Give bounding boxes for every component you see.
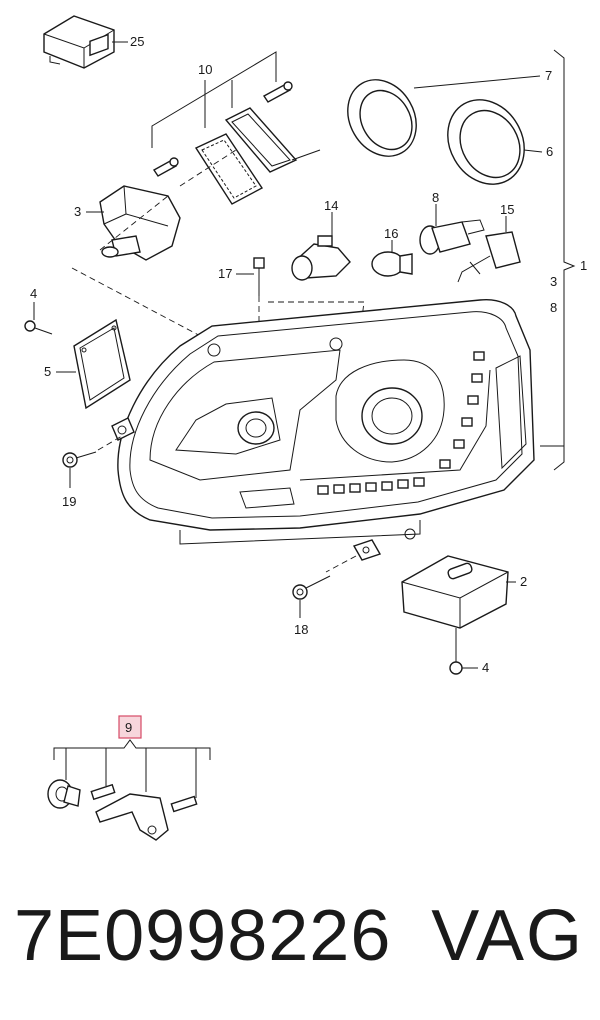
callout-17: 17 [218,266,232,281]
bulb-8 [419,204,485,255]
repair-kit-9 [47,715,211,841]
callout-2: 2 [520,574,527,589]
callout-25: 25 [130,34,144,49]
footer: 7E0998226 VAG [0,890,600,1000]
screw-4a [24,302,53,335]
callout-14: 14 [324,198,338,213]
group-bracket [540,49,576,471]
callout-4a: 4 [30,286,37,301]
ballast-5 [56,318,131,410]
screw-18 [292,575,331,618]
callout-8b: 8 [550,300,557,315]
drl-led-row [317,351,485,495]
callout-1: 1 [580,258,587,273]
bulb-15 [457,216,521,283]
callout-9-highlight [118,715,142,739]
part-number: 7E0998226 [14,896,392,976]
callout-3b: 3 [550,274,557,289]
screw-4b [449,628,478,675]
screw-19 [62,435,123,488]
callout-9: 9 [125,720,132,735]
callout-16: 16 [384,226,398,241]
bulb-14 [291,212,351,281]
callout-10: 10 [198,62,212,77]
control-module-25 [43,15,128,69]
callout-6: 6 [546,144,553,159]
mount-tab [325,539,382,573]
cover-assembly-10 [151,51,321,205]
callout-15: 15 [500,202,514,217]
callout-8a: 8 [432,190,439,205]
callout-7: 7 [545,68,552,83]
callout-4b: 4 [482,660,489,675]
headlight-housing [111,299,535,545]
cap-6 [447,99,543,185]
bulb-16 [371,240,413,277]
callout-5: 5 [44,364,51,379]
callout-3: 3 [74,204,81,219]
callout-18: 18 [294,622,308,637]
brand-label: VAG [431,896,584,976]
headlight-exploded-diagram: 25 10 7 6 3 [24,15,587,841]
callout-19: 19 [62,494,76,509]
adjuster-motor-3 [86,185,181,261]
guide-lines [71,149,365,341]
screw-17 [236,257,265,326]
ballast-2 [401,555,516,629]
cap-7 [347,75,541,157]
